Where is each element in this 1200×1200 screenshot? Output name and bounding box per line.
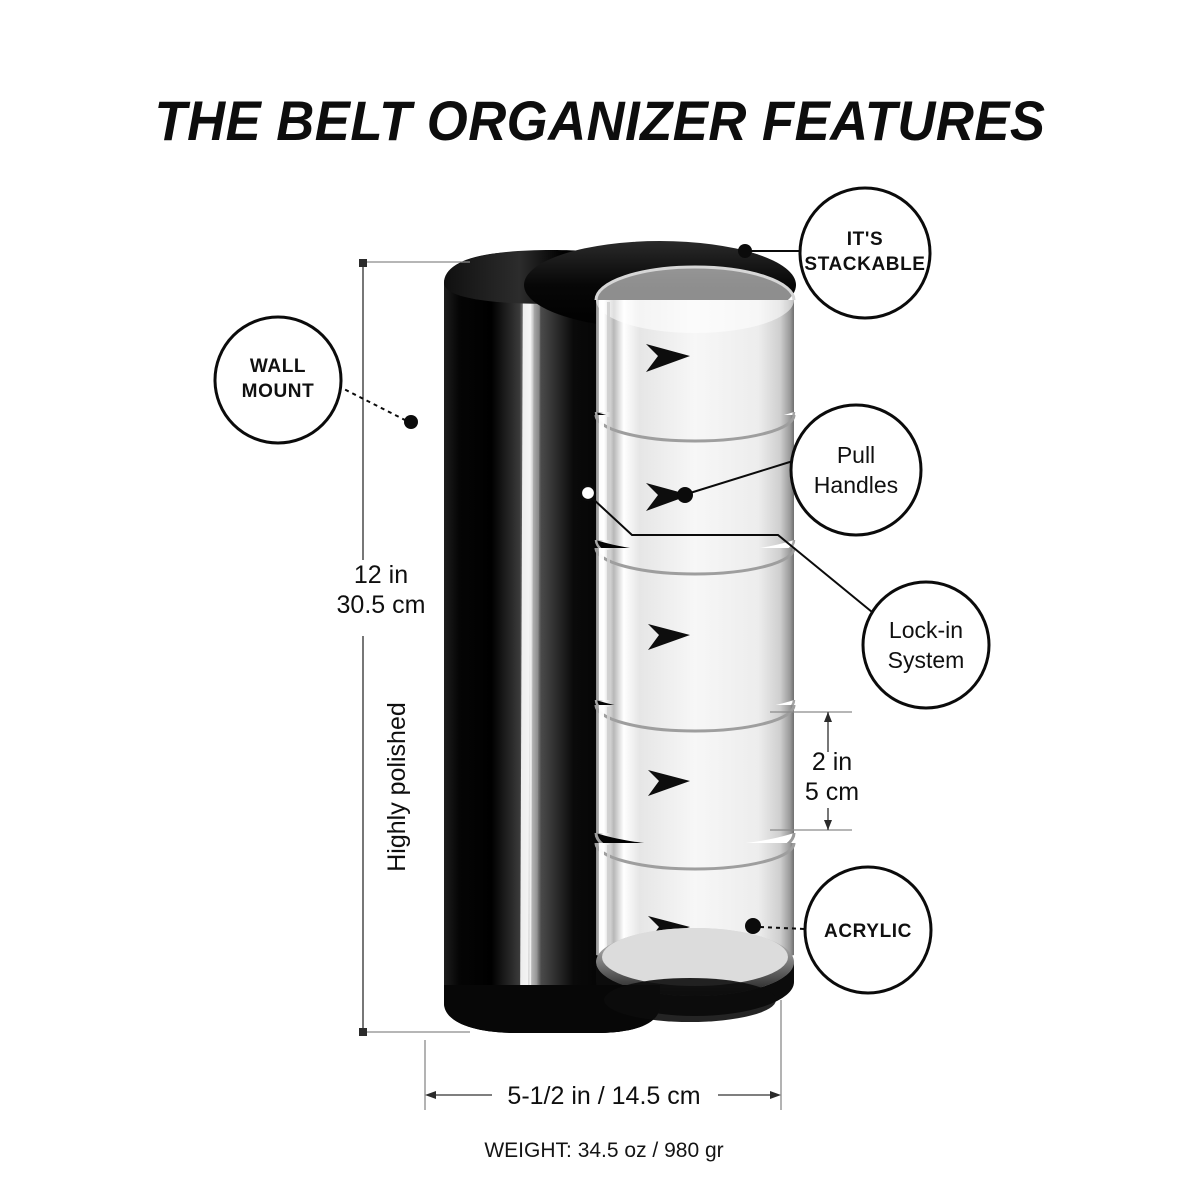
callout-lock-in-system[interactable]: Lock-in System [579,484,991,710]
weight-note: WEIGHT: 34.5 oz / 980 gr [484,1139,723,1162]
dimension-drawer-height-line1: 2 in [812,748,852,776]
callout-lock-in-system-leader [591,497,873,613]
dimension-width-text: 5-1/2 in / 14.5 cm [507,1082,700,1110]
callout-stackable-line1: IT'S [847,229,883,250]
drawer-4[interactable] [594,704,796,867]
drawer-1[interactable] [594,265,796,447]
chevron-right-icon[interactable] [646,483,690,511]
dimension-height-line2: 30.5 cm [337,591,426,619]
finish-note-text: Highly polished [383,702,411,872]
stack-base-inner [602,928,788,986]
callout-wall-mount-anchor-dot [404,415,418,429]
chevron-right-icon[interactable] [648,624,690,650]
callout-stackable[interactable]: IT'S STACKABLE [738,186,932,320]
panel-highlight [520,256,531,1031]
acrylic-drawer-stack [594,265,796,1016]
callout-acrylic-anchor-dot [745,918,761,934]
callout-lock-in-system-anchor-dot [579,484,597,502]
dimension-drawer-height-line2: 5 cm [805,778,859,806]
chevron-right-icon[interactable] [646,344,690,372]
panel-highlight-soft [531,258,540,1030]
callout-acrylic-circle[interactable] [803,865,933,995]
dimension-height-line1: 12 in [354,561,408,589]
callout-lock-in-system-line1: Lock-in [889,617,963,643]
base-shadow [604,978,776,1022]
callout-wall-mount[interactable]: WALL MOUNT [213,315,418,445]
callout-wall-mount-leader [337,385,406,421]
dimension-height: 12 in 30.5 cm [337,259,470,1036]
callout-wall-mount-line1: WALL [250,356,306,377]
callout-stackable-circle[interactable] [798,186,932,320]
callout-pull-handles-line1: Pull [837,442,875,468]
dimension-drawer-height: 2 in 5 cm [770,711,859,831]
callout-pull-handles-line2: Handles [814,472,898,498]
dimension-finish-note: Highly polished [383,702,411,872]
callout-stackable-anchor-dot [738,244,752,258]
dimension-width: 5-1/2 in / 14.5 cm [424,1000,782,1110]
callout-wall-mount-circle[interactable] [213,315,343,445]
callout-pull-handles[interactable]: Pull Handles [677,403,923,537]
chevron-right-icon[interactable] [648,770,690,796]
callout-acrylic-line1: ACRYLIC [824,921,912,942]
callout-wall-mount-line2: MOUNT [242,381,315,402]
callout-acrylic[interactable]: ACRYLIC [745,865,933,995]
page-title: THE BELT ORGANIZER FEATURES [154,89,1046,152]
callout-pull-handles-leader [689,460,794,494]
callout-lock-in-system-circle[interactable] [861,580,991,710]
callout-lock-in-system-line2: System [888,647,965,673]
callout-pull-handles-anchor-dot [677,487,693,503]
callout-pull-handles-circle[interactable] [789,403,923,537]
drawer-3[interactable] [594,547,796,732]
callout-stackable-line2: STACKABLE [804,254,925,275]
product-body [444,241,796,1033]
